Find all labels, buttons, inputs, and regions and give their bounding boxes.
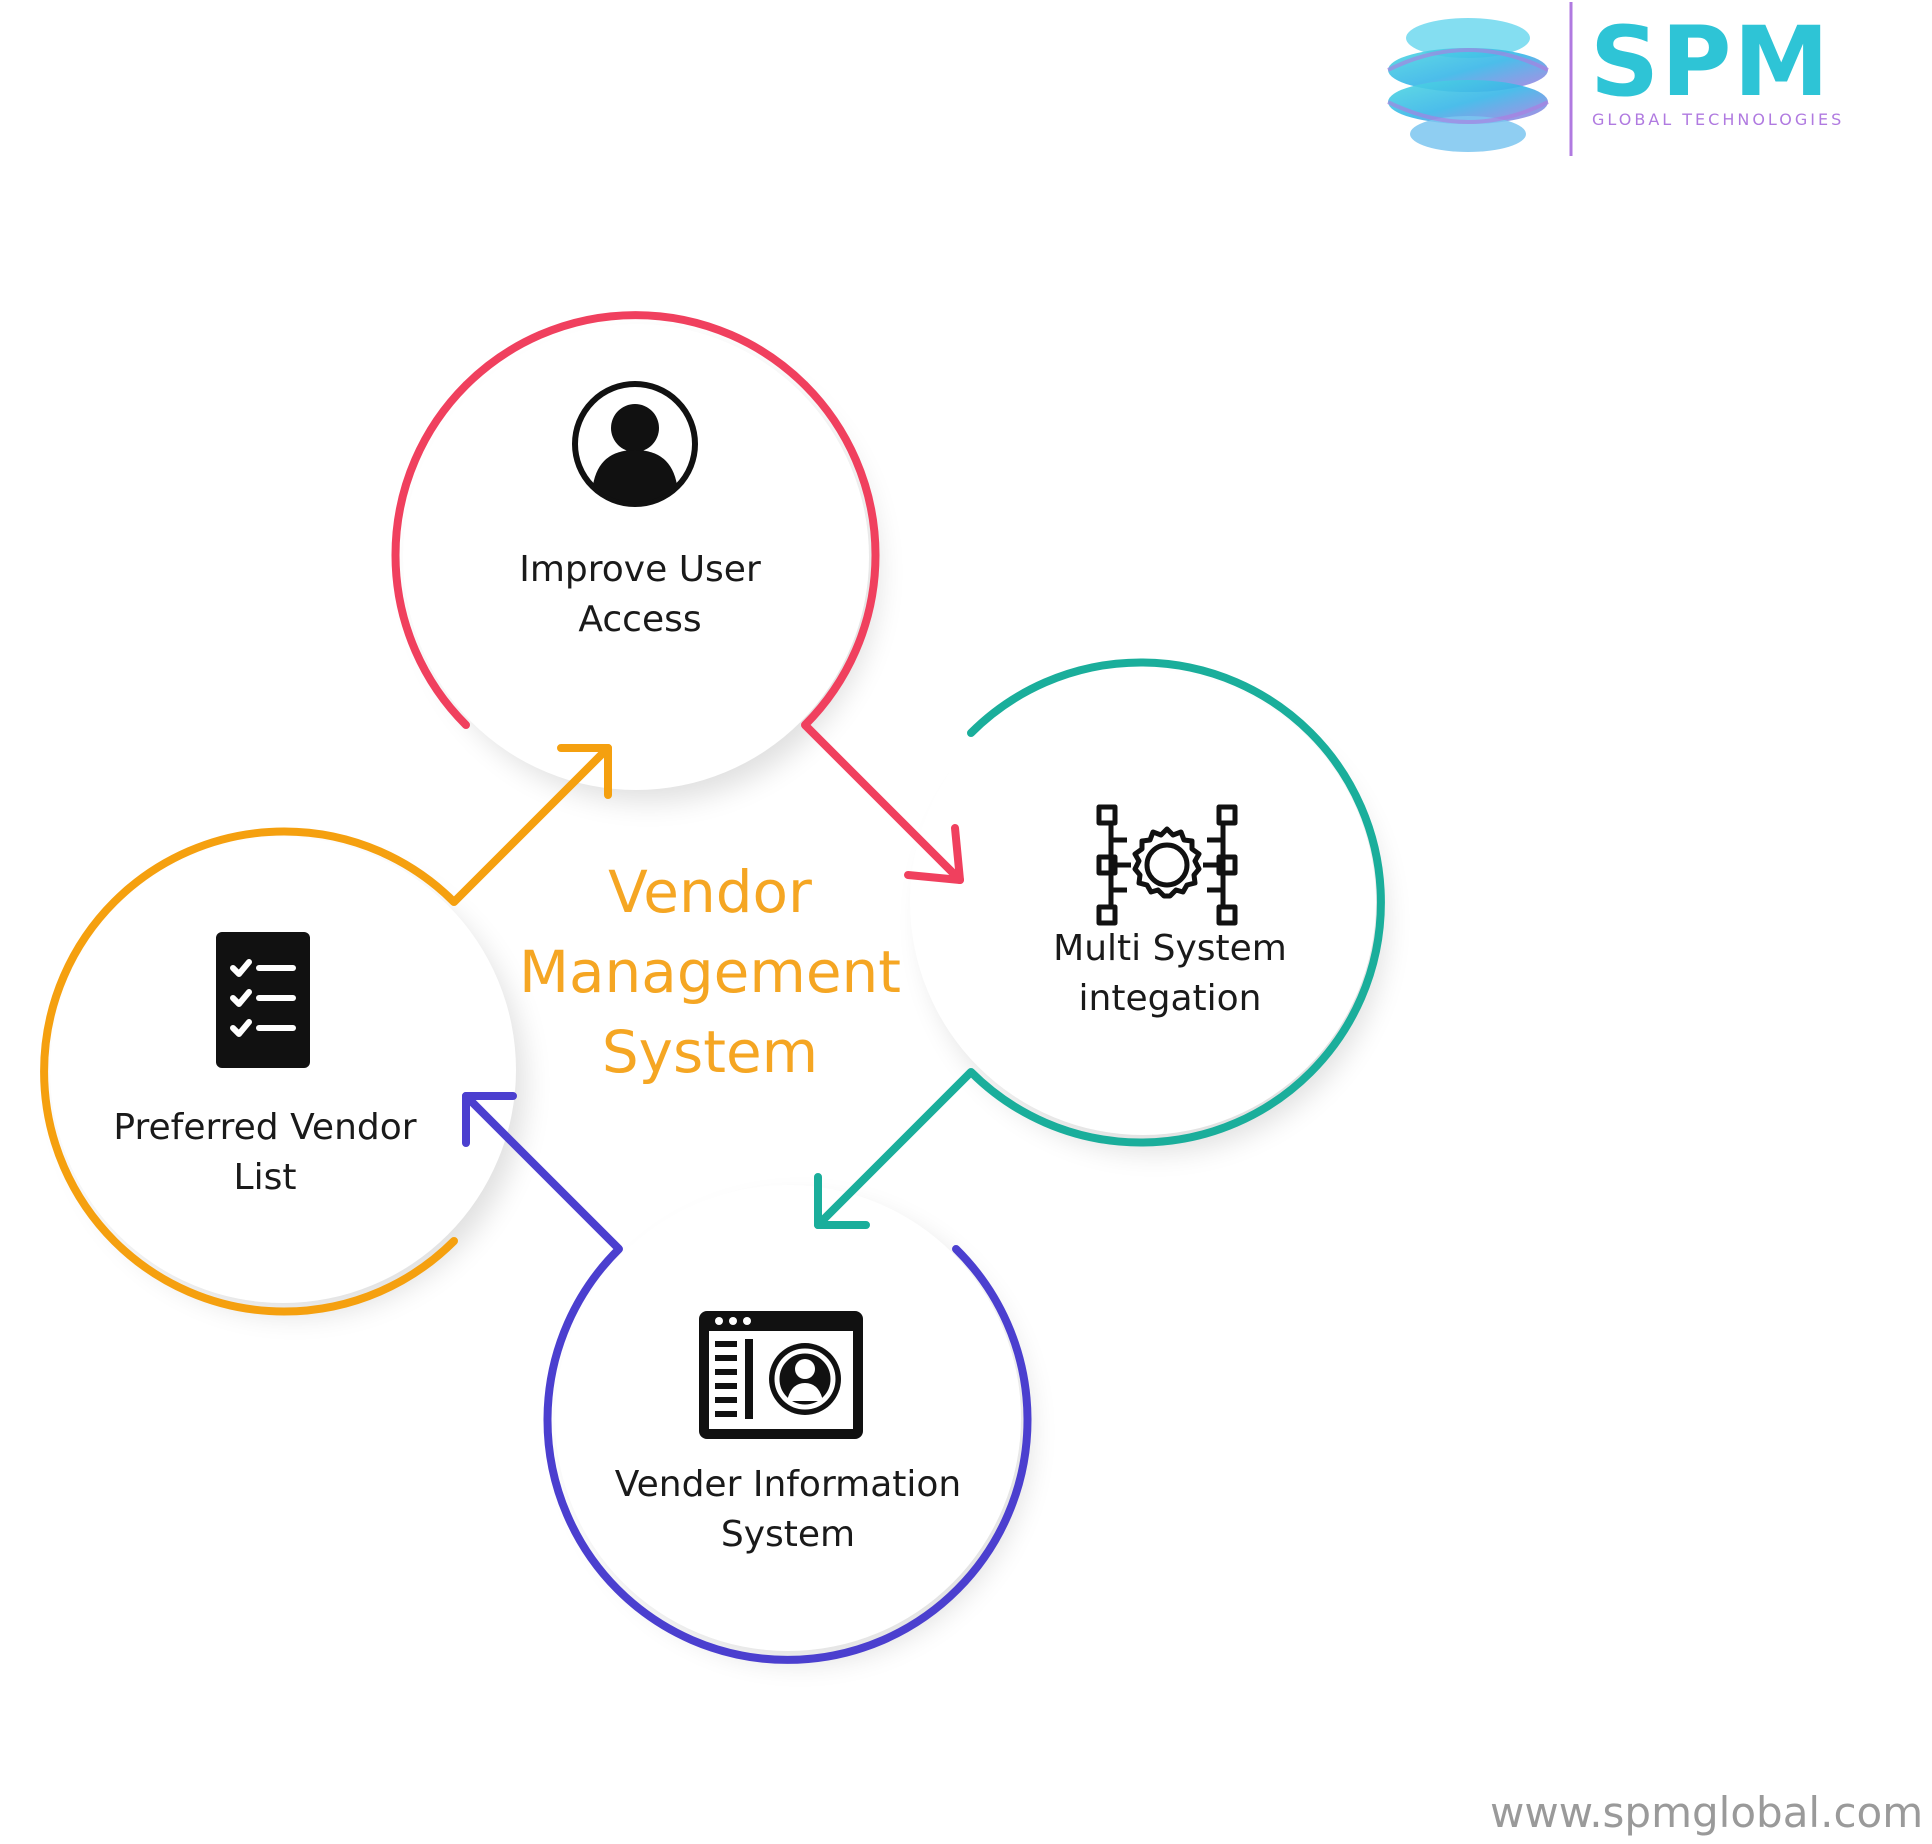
node-label-right: Multi System integation: [1020, 924, 1320, 1024]
logo-wordmark: SPM: [1590, 6, 1832, 118]
node-left-line1: Preferred Vendor: [113, 1107, 417, 1148]
checklist-icon: [216, 932, 310, 1068]
spm-logo-mark: [1387, 18, 1549, 152]
node-label-left: Preferred Vendor List: [100, 1103, 430, 1203]
node-right-line2: integation: [1078, 978, 1262, 1019]
node-bottom-line2: System: [720, 1514, 856, 1555]
node-bottom-line1: Vender Information: [614, 1464, 962, 1505]
ring-left: [40, 744, 612, 1316]
node-top-line2: Access: [578, 599, 702, 640]
node-label-top: Improve User Access: [440, 545, 840, 645]
ring-bottom: [462, 1092, 1032, 1664]
gear-network-icon: [1096, 804, 1238, 926]
node-label-bottom: Vender Information System: [588, 1460, 988, 1560]
node-top-line1: Improve User: [519, 549, 761, 590]
footer-url: www.spmglobal.com: [1490, 1788, 1924, 1837]
logo-tagline: GLOBAL TECHNOLOGIES: [1592, 110, 1845, 129]
ring-right: [814, 658, 1385, 1229]
center-title: Vendor Management System: [450, 852, 970, 1092]
user-circle-icon: [572, 381, 698, 507]
center-title-line3: System: [601, 1018, 819, 1086]
node-left-line2: List: [233, 1157, 297, 1198]
center-title-line2: Management: [518, 938, 902, 1006]
profile-window-icon: [699, 1311, 863, 1439]
center-title-line1: Vendor: [608, 858, 812, 926]
ring-top: [391, 311, 964, 884]
node-right-line1: Multi System: [1053, 928, 1287, 969]
